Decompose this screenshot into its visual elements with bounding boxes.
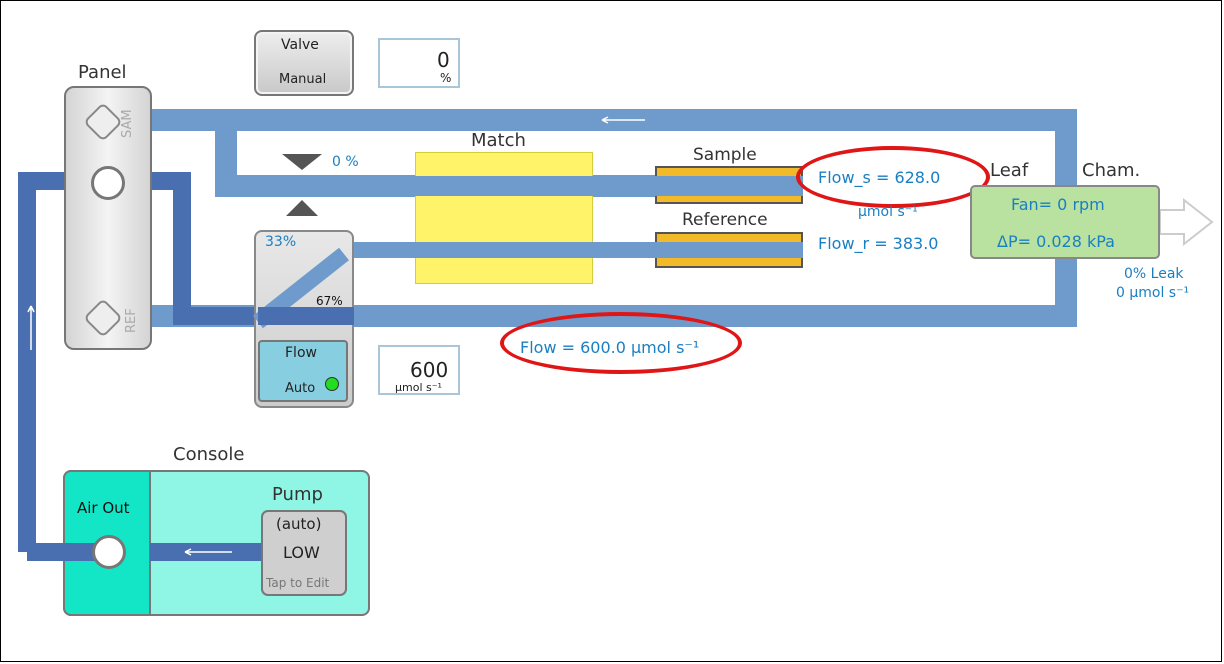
reference-title: Reference bbox=[682, 210, 768, 230]
splitter-bottom-pct: 67% bbox=[316, 294, 343, 308]
sample-cell-pipe bbox=[655, 176, 803, 196]
panel-title: Panel bbox=[78, 62, 127, 83]
valve-open-icon bbox=[286, 200, 318, 216]
supply-pipe-lower bbox=[125, 172, 300, 325]
pressure-delta: ΔP= 0.028 kPa bbox=[997, 232, 1115, 251]
flow-unit: µmol s⁻¹ bbox=[395, 381, 442, 394]
valve-value: 0 bbox=[437, 48, 450, 72]
flow-value-box[interactable] bbox=[378, 345, 460, 395]
pump-title: Pump bbox=[272, 484, 323, 505]
pump-hint: Tap to Edit bbox=[266, 576, 330, 590]
valve-unit: % bbox=[440, 71, 452, 85]
valve-button[interactable] bbox=[254, 30, 354, 96]
splitter-top-pct: 33% bbox=[265, 234, 297, 250]
total-flow-highlight bbox=[500, 312, 742, 374]
leak-flow: 0 µmol s⁻¹ bbox=[1116, 285, 1190, 301]
sample-flow-unit: µmol s⁻¹ bbox=[858, 204, 918, 220]
pump-level: LOW bbox=[283, 543, 320, 562]
leaf-chamber[interactable] bbox=[970, 185, 1160, 259]
leaf-title: Leaf bbox=[990, 160, 1029, 181]
flow-mode: Auto bbox=[285, 381, 316, 396]
pump-button[interactable] bbox=[261, 510, 347, 596]
flow-button[interactable] bbox=[258, 340, 348, 402]
sample-title: Sample bbox=[693, 145, 757, 165]
reference-flow: Flow_r = 383.0 bbox=[818, 234, 939, 253]
valve-open-value: 0 % bbox=[332, 154, 359, 170]
leak-pct: 0% Leak bbox=[1124, 266, 1184, 282]
air-out-port-icon bbox=[92, 535, 126, 569]
flow-value: 600 bbox=[410, 358, 449, 382]
supply-port-icon bbox=[91, 166, 125, 200]
valve-mode: Manual bbox=[279, 72, 327, 87]
pump-mode: (auto) bbox=[276, 515, 322, 533]
air-out-label: Air Out bbox=[77, 499, 130, 517]
sample-flow-highlight bbox=[796, 146, 990, 208]
flow-title: Flow bbox=[285, 345, 317, 361]
valve-value-box[interactable] bbox=[378, 38, 460, 88]
outlet-arrow-icon bbox=[1159, 197, 1214, 247]
console-title: Console bbox=[173, 444, 245, 465]
fan-speed: Fan= 0 rpm bbox=[1011, 195, 1105, 214]
chamber-title: Cham. bbox=[1082, 160, 1141, 181]
match-chamber bbox=[415, 152, 593, 284]
reference-cell-pipe bbox=[655, 242, 803, 258]
match-title: Match bbox=[471, 130, 526, 151]
valve-closed-icon bbox=[282, 154, 322, 170]
status-led-icon bbox=[325, 377, 339, 391]
valve-title: Valve bbox=[281, 37, 319, 53]
